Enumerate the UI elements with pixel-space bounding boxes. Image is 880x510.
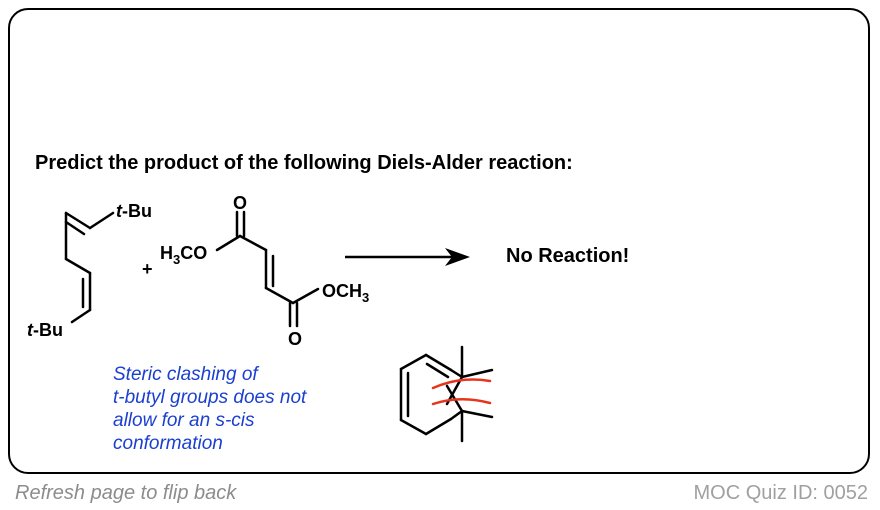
- refresh-hint-link[interactable]: Refresh page to flip back: [15, 482, 237, 504]
- explanation-note: Steric clashing of t-butyl groups does n…: [113, 363, 306, 455]
- dienophile-bond: [238, 234, 268, 252]
- ring-double-bond: [425, 362, 450, 379]
- question-text: Predict the product of the following Die…: [35, 152, 573, 174]
- tbutyl-methyl-bond: [460, 409, 494, 419]
- diene-bottom-group: t-Bu: [27, 320, 63, 340]
- ring-bond: [449, 368, 464, 379]
- ester-left-label: H3CO: [160, 243, 207, 267]
- explanation-line: t-butyl groups does not: [113, 387, 307, 408]
- ring-bond: [424, 353, 453, 372]
- ester-right-label: OCH3: [322, 281, 369, 305]
- diene-structure: [64, 211, 115, 324]
- diene-bond: [70, 308, 92, 324]
- dienophile-bond: [215, 234, 242, 252]
- plus-sign: +: [142, 259, 153, 279]
- explanation-line: Steric clashing of: [113, 364, 258, 385]
- oxygen-bottom-label: O: [288, 329, 302, 349]
- steric-clash-marks: [431, 378, 492, 406]
- tbutyl-methyl-bond: [460, 368, 494, 379]
- explanation-line: conformation: [113, 433, 223, 454]
- diene-double-bond: [64, 220, 86, 236]
- quiz-card: [8, 8, 870, 474]
- oxygen-top-label: O: [233, 193, 247, 213]
- dienophile-bond: [264, 286, 295, 305]
- explanation-line: allow for an s-cis: [113, 410, 255, 431]
- s-cis-conformer-structure: [399, 345, 494, 443]
- result-text: No Reaction!: [506, 245, 630, 267]
- ring-bond: [399, 418, 428, 436]
- diene-bond: [64, 211, 92, 230]
- clash-arc: [431, 398, 492, 406]
- ring-bond: [424, 417, 453, 436]
- ring-bond: [399, 353, 428, 371]
- reaction-arrow: [345, 248, 470, 266]
- ring-bond: [449, 409, 464, 421]
- diene-bond: [64, 257, 92, 275]
- dienophile-bond: [291, 287, 320, 305]
- diene-top-group: t-Bu: [116, 201, 152, 221]
- quiz-id-label: MOC Quiz ID: 0052: [693, 482, 868, 504]
- diene-bond: [88, 211, 115, 230]
- dienophile-structure: [215, 210, 320, 328]
- clash-arc: [431, 378, 492, 390]
